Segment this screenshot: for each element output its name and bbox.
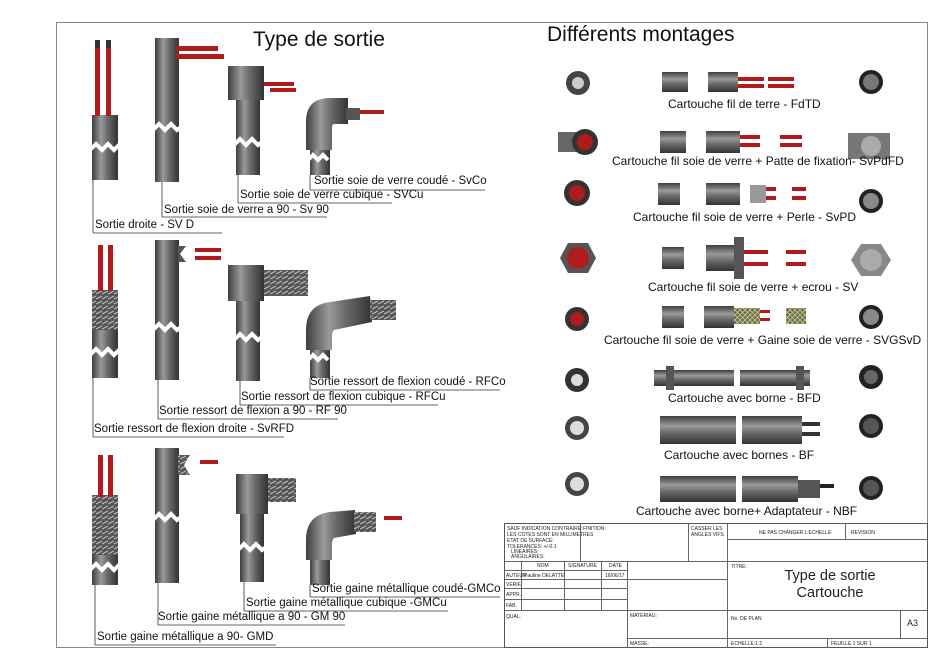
tb-tolerance-3: ETAT DE SURFACE: [507,538,554,544]
tb-finition: FINITION: [583,526,606,532]
tb-casser-1: CASSER LES [691,526,723,532]
caption-bf: Cartouche avec bornes - BF [664,448,815,462]
tb-titre-label: TITRE: [731,564,747,570]
tb-row-fab: FAB. [506,603,517,609]
drawing-frame [56,22,928,648]
end-views-right [848,70,891,500]
tb-ne-pas-changer: NE PAS CHANGER L'ECHELLE [759,530,832,536]
label-sortie-rfco: Sortie ressort de flexion coudé - RFCo [310,376,506,388]
row1-illustrations [88,38,384,182]
tb-materiau: MATERIAU: [630,613,657,619]
tb-row-qual: QUAL. [506,614,522,620]
row3-illustrations [88,448,402,585]
caption-svpd: Cartouche fil soie de verre + Perle - Sv… [633,210,857,224]
tb-titre-line1: Type de sortie [784,568,876,584]
caption-bfd: Cartouche avec borne - BFD [668,391,821,405]
montage-side-views [654,72,834,502]
tb-tolerance-2: LES COTES SONT EN MILLIMETRES [507,532,594,538]
tb-feuille: FEUILLE 1 SUR 1 [831,641,872,647]
label-sortie-svrfd: Sortie ressort de flexion droite - SvRFD [94,423,295,435]
tb-tolerance-1: SAUF INDICATION CONTRAIRE: [507,526,583,532]
title-differents-montages: Différents montages [547,23,735,46]
tb-casser-2: ANGLES VIFS [691,532,724,538]
label-sortie-rfcu: Sortie ressort de flexion cubique - RFCu [241,391,446,403]
label-sortie-sv90: Sortie soie de verre a 90 - Sv 90 [164,204,329,216]
label-sortie-svco: Sortie soie de verre coudé - SvCo [314,175,487,187]
tb-echelle: ECHELLE:1:2 [731,641,763,647]
tb-format: A3 [907,618,919,628]
tb-tolerance-4: TOLERANCES: +/-0.1 [507,544,557,550]
label-sortie-droite: Sortie droite - SV D [95,219,195,231]
tb-row-auteur: AUTEUR [506,573,527,579]
tb-no-plan: No. DE PLAN [731,616,762,622]
tb-titre-line2: Cartouche [796,585,864,601]
leader-lines [92,175,500,646]
tb-col-signature: SIGNATURE [568,563,597,569]
tb-auteur-name: Pauline DELATTE [524,573,565,579]
title-type-de-sortie: Type de sortie [253,28,385,51]
tb-col-nom: NOM [537,563,549,569]
label-sortie-gmcu: Sortie gaine métallique cubique -GMCu [246,597,447,609]
end-views-left [558,71,598,496]
tb-tolerance-5: LINEAIRES: [511,549,539,555]
tb-col-date: DATE [609,563,622,569]
label-sortie-gmco: Sortie gaine métallique coudé-GMCo [312,583,501,595]
tb-row-appr: APPR. [506,592,522,598]
caption-svgsvd: Cartouche fil soie de verre + Gaine soie… [604,333,922,347]
title-block: SAUF INDICATION CONTRAIRE: LES COTES SON… [504,523,928,648]
caption-nbf: Cartouche avec borne+ Adaptateur - NBF [636,504,858,518]
tb-tolerance-6: ANGULAIRES: [511,554,545,560]
label-sortie-svcu: Sortie soie de verre cubique - SVCu [240,189,424,201]
label-sortie-gm90: Sortie gaine métallique a 90 - GM 90 [158,611,346,623]
tb-revision: REVISION [851,530,875,536]
label-sortie-gmd: Sortie gaine métallique a 90- GMD [97,631,274,643]
caption-sv-ecrou: Cartouche fil soie de verre + ecrou - SV [648,280,859,294]
label-sortie-rf90: Sortie ressort de flexion a 90 - RF 90 [159,405,347,417]
tb-auteur-date: 16/06/17 [605,573,625,579]
caption-fdtd: Cartouche fil de terre - FdTD [668,97,821,111]
tb-row-verif: VERIF. [506,582,522,588]
tb-masse: MASSE: [630,641,649,647]
caption-svpdfd: Cartouche fil soie de verre + Patte de f… [612,154,904,168]
row2-illustrations [88,240,396,381]
